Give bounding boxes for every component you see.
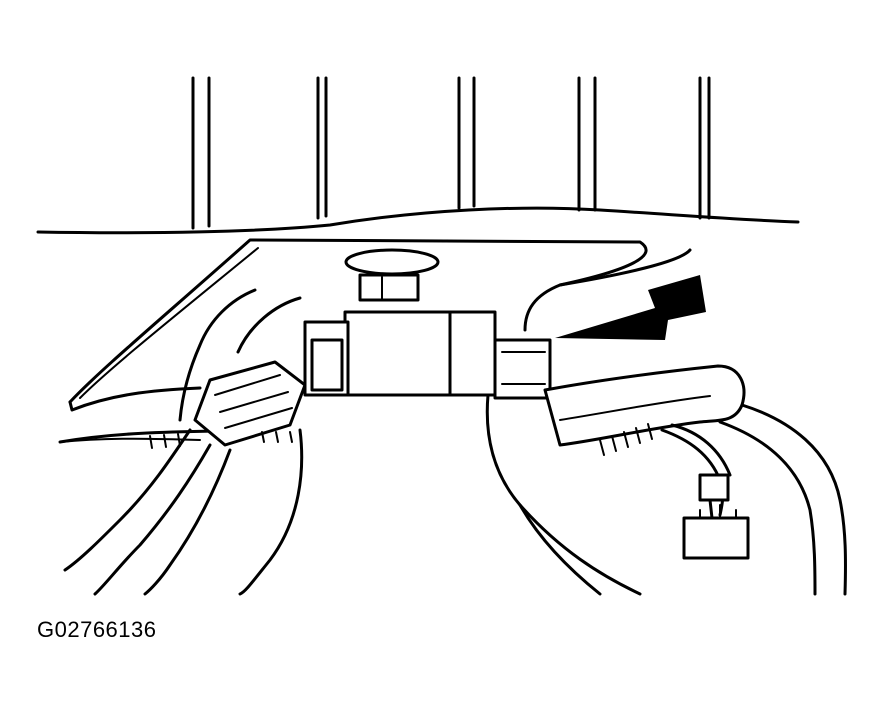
refrigerant-hose-left bbox=[59, 288, 307, 596]
mounting-bracket-bars bbox=[191, 76, 711, 230]
electrical-connector bbox=[660, 423, 750, 560]
location-arrow bbox=[555, 275, 706, 340]
service-port-cap bbox=[344, 248, 440, 302]
pressure-switch-block bbox=[303, 310, 552, 400]
panel-edge bbox=[36, 206, 800, 235]
refrigerant-hose-right bbox=[543, 364, 847, 596]
figure-id-label: G02766136 bbox=[37, 617, 157, 642]
accumulator-body bbox=[58, 238, 692, 596]
